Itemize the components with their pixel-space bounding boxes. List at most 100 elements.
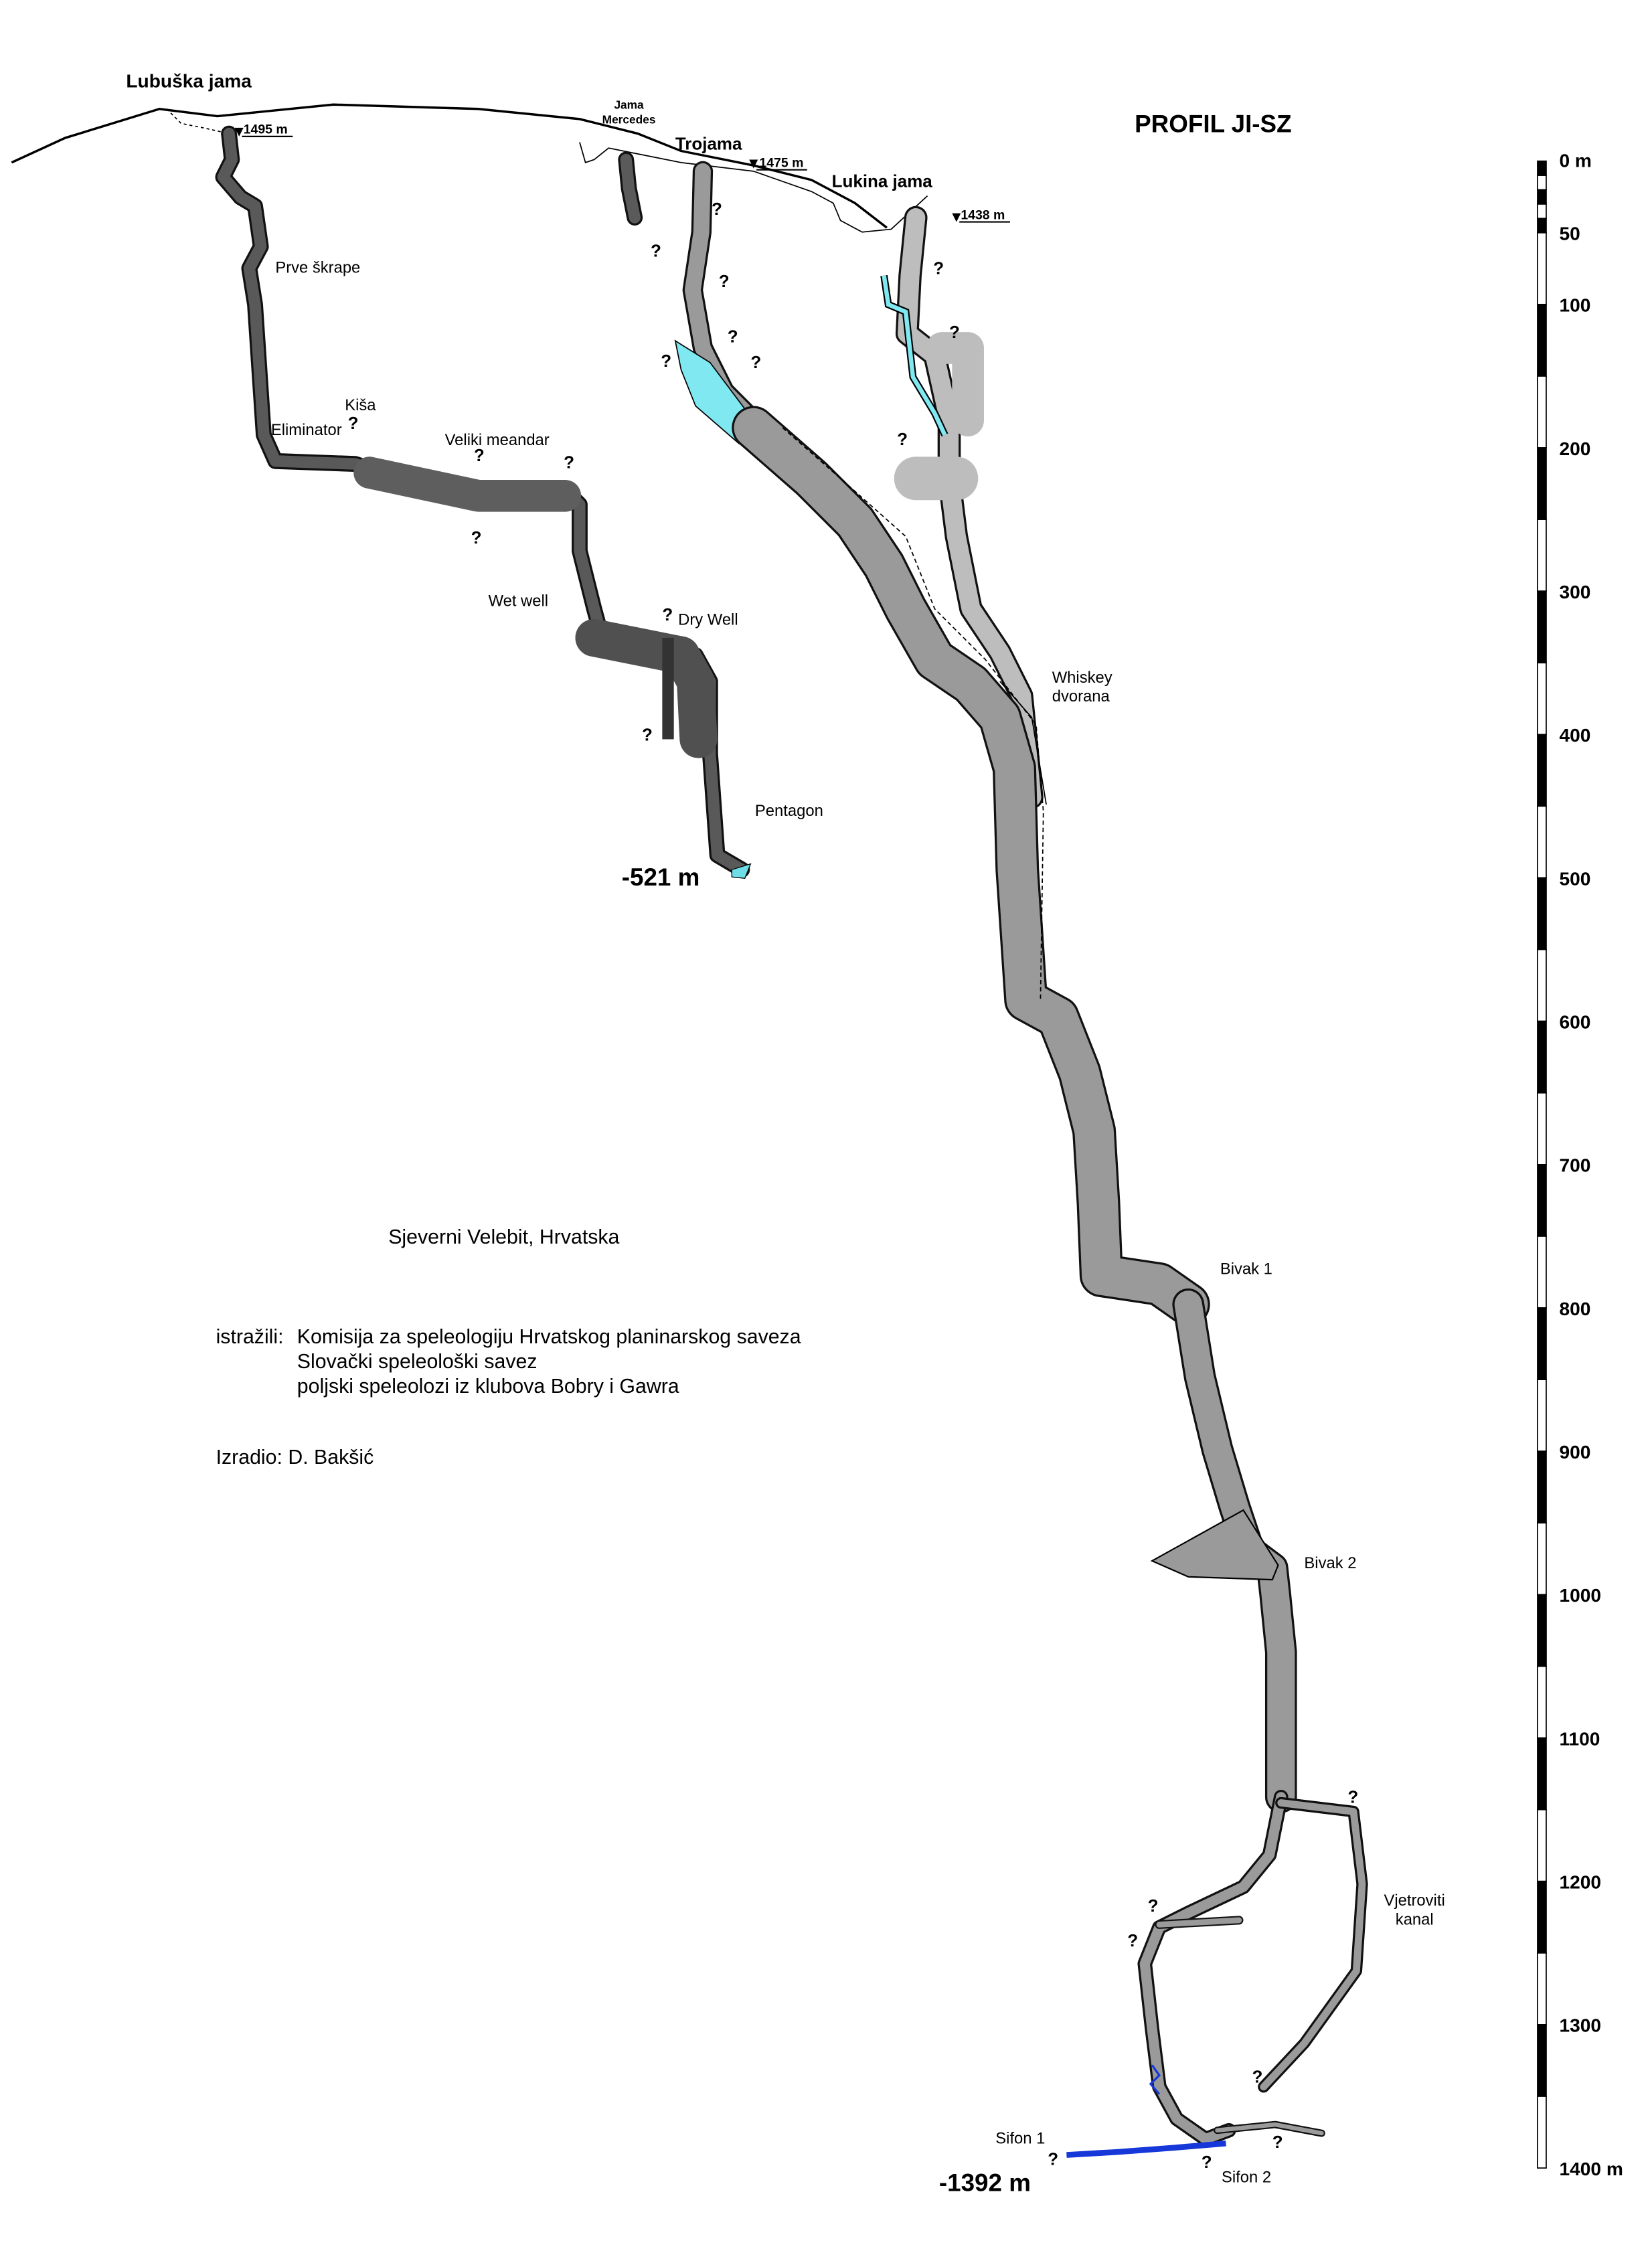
whiskey-dvorana-label: Whiskey	[1052, 669, 1112, 687]
dry-well-label: Dry Well	[678, 610, 738, 629]
scale-segment	[1537, 175, 1547, 191]
question-mark: ?	[661, 351, 671, 371]
scale-label: 700	[1559, 1155, 1590, 1176]
scale-segment	[1537, 2096, 1547, 2169]
prve-skrape-label: Prve škrape	[275, 258, 360, 276]
water-flow-arrow	[1149, 2064, 1161, 2095]
unexplored-markers: ? ? ? ? ? ? ? ? ? ? ? ? ? ? ? ? ? ? ? ? …	[348, 199, 1359, 2172]
scale-segment	[1537, 948, 1547, 1022]
altitude-marker-trojama: 1475 m	[749, 155, 807, 171]
profile-title: PROFIL JI-SZ	[1135, 110, 1291, 137]
scale-label: 1300	[1559, 2015, 1601, 2036]
lukina-jama-label: Lukina jama	[832, 171, 933, 191]
altitude-marker-lukina: 1438 m	[952, 207, 1010, 223]
question-mark: ?	[1127, 1930, 1138, 1950]
location-text: Sjeverni Velebit, Hrvatska	[388, 1226, 619, 1248]
scale-segment	[1537, 189, 1547, 205]
question-mark: ?	[1347, 1787, 1358, 1807]
surface-detail-line	[579, 142, 928, 233]
scale-label: 0 m	[1559, 150, 1591, 171]
scale-label: 800	[1559, 1299, 1590, 1319]
trojama-label: Trojama	[675, 133, 742, 153]
scale-segment	[1537, 1450, 1547, 1524]
lubuska-sump	[731, 863, 752, 880]
scale-label: 200	[1559, 438, 1590, 459]
scale-segment	[1537, 218, 1547, 234]
scale-label: 100	[1559, 295, 1590, 316]
question-mark: ?	[1272, 2132, 1283, 2152]
scale-segment	[1537, 303, 1547, 377]
bivak-2-chamber	[1150, 1509, 1279, 1581]
question-mark: ?	[933, 258, 944, 278]
scale-segment	[1537, 203, 1547, 220]
scale-label: 600	[1559, 1012, 1590, 1033]
lubuska-jama-label: Lubuška jama	[126, 70, 252, 91]
depth-scale-bar: 0 m5010020030040050060070080090010001100…	[1537, 150, 1623, 2179]
scale-label: 1100	[1559, 1728, 1600, 1749]
wet-well-label: Wet well	[489, 592, 548, 610]
scale-segment	[1537, 1880, 1547, 1954]
sifon-1-label: Sifon 1	[995, 2129, 1045, 2147]
question-mark: ?	[471, 527, 482, 548]
vjetroviti-kanal-label: kanal	[1396, 1910, 1434, 1928]
scale-segment	[1537, 662, 1547, 736]
question-mark: ?	[1048, 2149, 1058, 2169]
explorer-line: Komisija za speleologiju Hrvatskog plani…	[297, 1326, 801, 1348]
scale-label: 50	[1559, 224, 1580, 244]
dry-well-shaft	[662, 637, 674, 740]
question-mark: ?	[897, 429, 908, 449]
lubuska-depth-label: -521 m	[622, 863, 700, 891]
whiskey-dvorana-label: dvorana	[1052, 687, 1110, 705]
scale-segment	[1537, 1164, 1547, 1237]
question-mark: ?	[750, 352, 761, 372]
scale-segment	[1537, 1020, 1547, 1094]
scale-segment	[1537, 1594, 1547, 1667]
scale-segment	[1537, 375, 1547, 448]
scale-segment	[1537, 1307, 1547, 1380]
scale-segment	[1537, 160, 1547, 176]
scale-label: 1000	[1559, 1585, 1601, 1606]
altitude-marker-lubuska: 1495 m	[234, 122, 293, 137]
scale-segment	[1537, 519, 1547, 592]
jama-mercedes-label: Mercedes	[602, 112, 656, 126]
scale-segment	[1537, 1379, 1547, 1452]
scale-label: 500	[1559, 868, 1590, 889]
bivak-2-label: Bivak 2	[1304, 1554, 1356, 1572]
scale-segment	[1537, 1092, 1547, 1165]
vjetroviti-kanal-label: Vjetroviti	[1384, 1892, 1444, 1910]
sifon-2-label: Sifon 2	[1222, 2169, 1271, 2187]
question-mark: ?	[564, 452, 574, 473]
veliki-meandar-label: Veliki meandar	[445, 431, 550, 449]
question-mark: ?	[474, 445, 485, 465]
scale-segment	[1537, 734, 1547, 807]
author-text: Izradio: D. Bakšić	[216, 1446, 374, 1469]
question-mark: ?	[719, 271, 730, 291]
scale-segment	[1537, 447, 1547, 520]
altitude-label: 1475 m	[759, 155, 803, 170]
altitude-label: 1438 m	[961, 207, 1005, 222]
scale-segment	[1537, 805, 1547, 879]
explorer-line: poljski speleolozi iz klubova Bobry i Ga…	[297, 1375, 679, 1398]
question-mark: ?	[949, 322, 960, 342]
explorer-line: Slovački speleološki savez	[297, 1351, 538, 1373]
explored-by-label: istražili:	[216, 1326, 284, 1348]
question-mark: ?	[1252, 2066, 1262, 2086]
kisa-label: Kiša	[345, 396, 376, 414]
scale-segment	[1537, 590, 1547, 664]
scale-segment	[1537, 1236, 1547, 1309]
scale-label: 900	[1559, 1442, 1590, 1462]
question-mark: ?	[1202, 2152, 1212, 2172]
jama-mercedes-label: Jama	[614, 98, 644, 112]
trojama-cave	[618, 151, 1325, 2147]
question-mark: ?	[662, 604, 673, 624]
lubuska-cave	[215, 125, 752, 880]
vjetroviti-kanal-passage	[1258, 1796, 1368, 2093]
bivak-1-label: Bivak 1	[1220, 1260, 1272, 1278]
scale-segment	[1537, 2024, 1547, 2097]
lukina-cave	[880, 205, 1044, 809]
question-mark: ?	[642, 725, 653, 745]
eliminator-label: Eliminator	[271, 421, 342, 439]
total-depth-label: -1392 m	[939, 2169, 1031, 2197]
